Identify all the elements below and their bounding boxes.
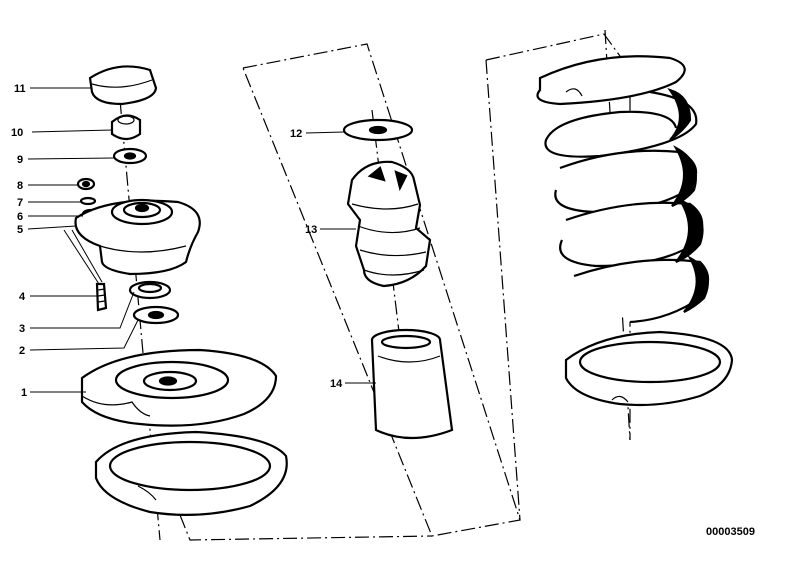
callout-10: 10 — [11, 127, 23, 139]
callout-12: 12 — [290, 128, 302, 140]
part-10-nut[interactable] — [110, 114, 142, 141]
callout-4: 4 — [19, 291, 26, 303]
leader-lines — [27, 87, 376, 393]
callout-2: 2 — [19, 345, 25, 357]
callout-11: 11 — [14, 83, 26, 95]
callout-6: 6 — [17, 211, 23, 223]
lower-rubber-ring[interactable] — [94, 430, 288, 517]
part-3-bearing-ring[interactable] — [128, 280, 172, 300]
part-2-washer[interactable] — [132, 305, 180, 325]
part-4-bolt[interactable] — [95, 282, 108, 312]
part-13-bump-stop[interactable] — [346, 160, 432, 288]
callout-8: 8 — [17, 180, 23, 192]
part-5-strut-mount[interactable] — [74, 198, 201, 276]
coil-spring[interactable] — [536, 55, 710, 324]
group-frame-right — [485, 33, 631, 521]
part-9-washer[interactable] — [112, 147, 148, 165]
callout-13: 13 — [305, 224, 317, 236]
part-11-cap[interactable] — [88, 65, 158, 106]
callout-9: 9 — [17, 154, 23, 166]
callout-14: 14 — [330, 378, 343, 390]
callout-7: 7 — [17, 197, 23, 209]
callout-5: 5 — [17, 224, 23, 236]
part-7-lock-washer[interactable] — [79, 196, 97, 206]
part-14-protective-tube[interactable] — [370, 328, 454, 440]
callout-labels: 11 10 9 8 7 6 5 4 3 2 1 12 13 14 — [11, 83, 343, 399]
part-8-nut[interactable] — [76, 177, 96, 191]
callout-3: 3 — [19, 323, 25, 335]
document-number: 00003509 — [706, 526, 755, 538]
part-1-spring-seat[interactable] — [80, 348, 278, 427]
lower-spring-pad[interactable] — [564, 330, 734, 407]
callout-1: 1 — [21, 387, 27, 399]
part-12-washer[interactable] — [342, 118, 414, 142]
